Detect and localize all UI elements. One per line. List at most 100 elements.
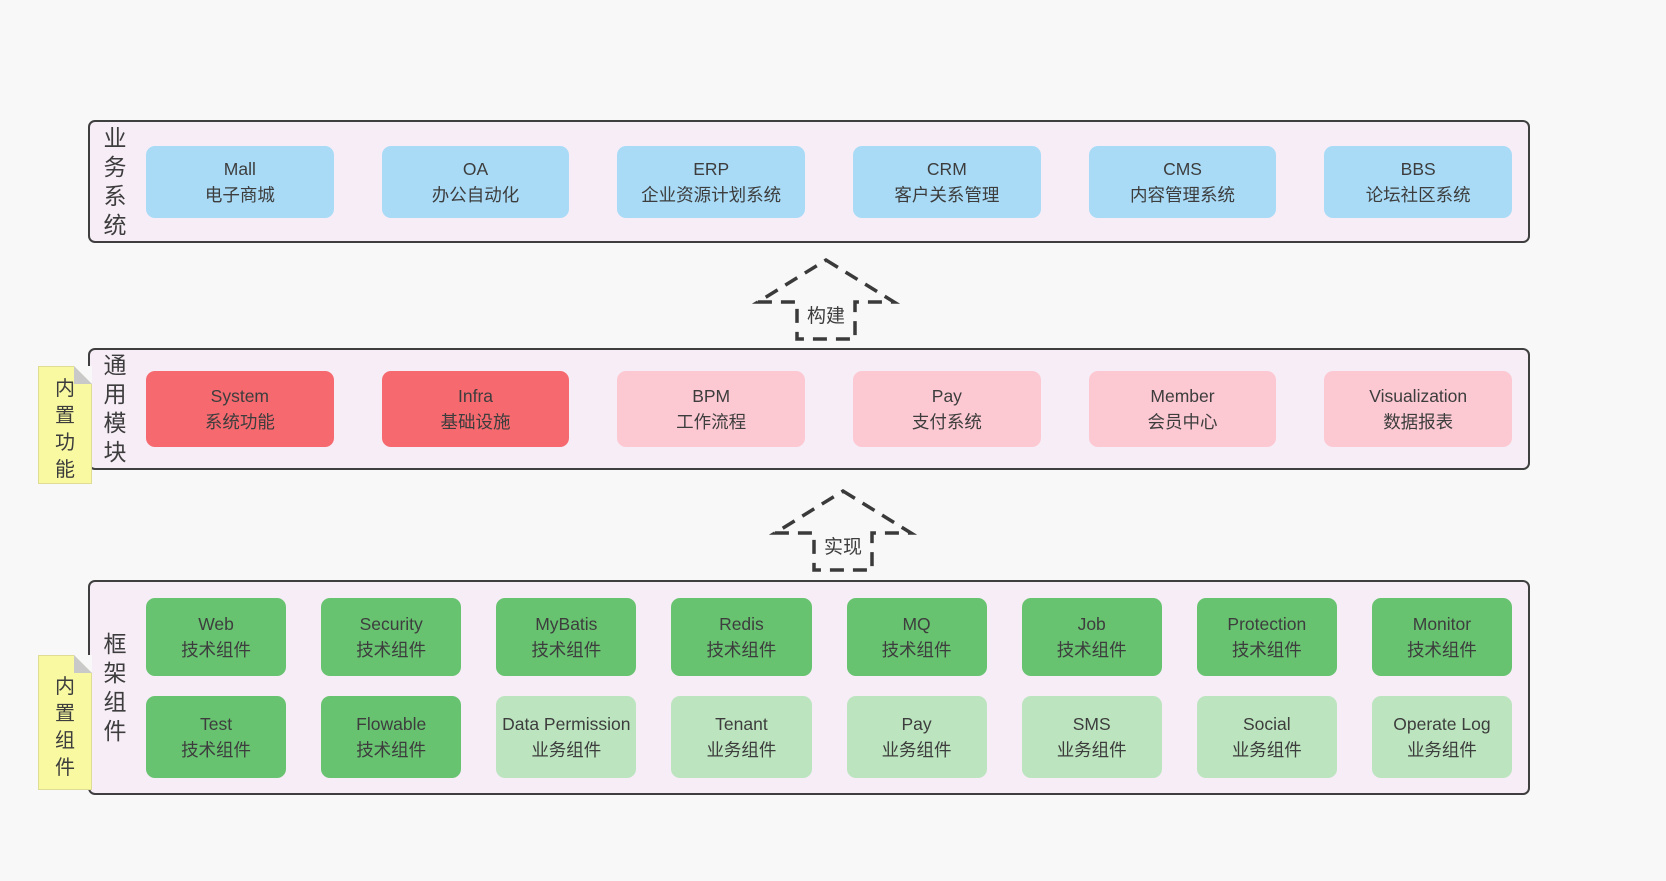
box-title: Infra	[457, 386, 494, 406]
box-title: MyBatis	[535, 613, 598, 634]
sticky-note-builtin-features: 内置功能	[38, 366, 92, 484]
box-title: BBS	[1400, 158, 1436, 179]
folded-corner-icon	[74, 655, 92, 673]
box-title: CRM	[926, 158, 967, 179]
panel-label-modules: 通用模块	[103, 352, 127, 465]
box-title: Mall	[223, 158, 256, 179]
business-boxes: Mall 电子商城 OA 办公自动化 ERP 企业资源计划系统 CRM 客户关系…	[146, 145, 1513, 218]
box-social: Social 业务组件	[1196, 695, 1337, 778]
box-subtitle: 办公自动化	[431, 184, 520, 205]
arrow-implement: 实现	[768, 486, 918, 574]
box-title: System	[210, 386, 270, 406]
box-subtitle: 技术组件	[181, 639, 252, 660]
box-subtitle: 企业资源计划系统	[641, 184, 782, 205]
box-oa: OA 办公自动化	[381, 145, 570, 218]
box-subtitle: 业务组件	[1231, 739, 1302, 760]
box-subtitle: 技术组件	[1406, 639, 1477, 660]
box-job: Job 技术组件	[1021, 597, 1162, 676]
business-systems-panel: 业务系统 Mall 电子商城 OA 办公自动化 ERP 企业资源计划系统 CRM…	[88, 120, 1530, 243]
box-protection: Protection 技术组件	[1196, 597, 1337, 676]
box-subtitle: 数据报表	[1383, 412, 1454, 432]
box-operate-log: Operate Log 业务组件	[1371, 695, 1512, 778]
box-title: Monitor	[1412, 613, 1472, 634]
box-bpm: BPM 工作流程	[617, 371, 806, 447]
sticky-note-builtin-components: 内置组件	[38, 655, 92, 790]
arrow-build: 构建	[751, 255, 901, 343]
box-subtitle: 支付系统	[911, 412, 982, 432]
box-title: Security	[359, 613, 423, 634]
box-infra: Infra 基础设施	[381, 371, 570, 447]
box-subtitle: 技术组件	[356, 639, 427, 660]
box-subtitle: 内容管理系统	[1130, 184, 1236, 205]
box-mall: Mall 电子商城	[146, 145, 334, 218]
box-subtitle: 技术组件	[531, 639, 602, 660]
box-subtitle: 技术组件	[1231, 639, 1302, 660]
box-title: Operate Log	[1393, 713, 1491, 734]
box-title: Pay	[931, 386, 962, 406]
box-web: Web 技术组件	[146, 597, 287, 676]
box-erp: ERP 企业资源计划系统	[617, 145, 806, 218]
box-subtitle: 基础设施	[440, 412, 511, 432]
box-title: OA	[462, 158, 489, 179]
box-title: BPM	[692, 386, 731, 406]
box-pay-module: Pay 支付系统	[853, 371, 1041, 447]
box-tenant: Tenant 业务组件	[671, 695, 812, 778]
box-subtitle: 技术组件	[356, 739, 427, 760]
box-member: Member 会员中心	[1088, 371, 1277, 447]
box-subtitle: 技术组件	[1056, 639, 1127, 660]
box-title: Data Permission	[502, 713, 631, 734]
box-title: Flowable	[356, 713, 427, 734]
box-subtitle: 技术组件	[881, 639, 952, 660]
module-boxes: System 系统功能 Infra 基础设施 BPM 工作流程 Pay 支付系统…	[146, 371, 1513, 447]
arrow-implement-label: 实现	[821, 532, 865, 559]
box-subtitle: 业务组件	[1406, 739, 1477, 760]
box-title: Member	[1150, 386, 1215, 406]
box-title: Job	[1077, 613, 1106, 634]
box-subtitle: 客户关系管理	[894, 184, 1000, 205]
box-title: Web	[198, 613, 234, 634]
box-title: SMS	[1072, 713, 1111, 734]
box-mybatis: MyBatis 技术组件	[496, 597, 637, 676]
panel-label-components: 框架组件	[103, 630, 127, 744]
box-subtitle: 会员中心	[1147, 412, 1218, 432]
box-title: Social	[1242, 713, 1291, 734]
box-title: Test	[200, 713, 233, 734]
folded-corner-icon	[74, 366, 92, 384]
panel-label-business: 业务系统	[103, 124, 127, 238]
box-subtitle: 系统功能	[204, 412, 275, 432]
box-title: Tenant	[715, 713, 768, 734]
box-title: Redis	[719, 613, 764, 634]
box-security: Security 技术组件	[321, 597, 462, 676]
box-subtitle: 业务组件	[881, 739, 952, 760]
box-title: Pay	[901, 713, 932, 734]
box-subtitle: 业务组件	[1056, 739, 1127, 760]
box-visualization: Visualization 数据报表	[1324, 371, 1513, 447]
box-subtitle: 技术组件	[181, 739, 252, 760]
framework-components-panel: 框架组件 Web 技术组件 Security 技术组件 MyBatis 技术组件…	[88, 580, 1530, 795]
box-title: CMS	[1163, 158, 1202, 179]
box-monitor: Monitor 技术组件	[1371, 597, 1512, 676]
box-bbs: BBS 论坛社区系统	[1324, 145, 1513, 218]
sticky-note-text: 内置组件	[55, 675, 75, 779]
box-system: System 系统功能	[146, 371, 334, 447]
box-test: Test 技术组件	[146, 695, 287, 778]
box-pay-component: Pay 业务组件	[846, 695, 987, 778]
box-data-permission: Data Permission 业务组件	[496, 695, 637, 778]
box-subtitle: 论坛社区系统	[1365, 184, 1471, 205]
box-subtitle: 技术组件	[706, 639, 777, 660]
box-cms: CMS 内容管理系统	[1088, 145, 1277, 218]
common-modules-panel: 通用模块 System 系统功能 Infra 基础设施 BPM 工作流程 Pay…	[88, 348, 1530, 470]
arrow-build-label: 构建	[804, 301, 848, 328]
box-redis: Redis 技术组件	[671, 597, 812, 676]
box-subtitle: 电子商城	[204, 184, 275, 205]
box-subtitle: 业务组件	[706, 739, 777, 760]
sticky-note-text: 内置功能	[55, 377, 75, 481]
box-subtitle: 业务组件	[531, 739, 602, 760]
box-sms: SMS 业务组件	[1021, 695, 1162, 778]
up-arrow-icon	[768, 488, 918, 572]
box-title: Protection	[1227, 613, 1307, 634]
box-title: Visualization	[1369, 386, 1468, 406]
box-flowable: Flowable 技术组件	[321, 695, 462, 778]
box-crm: CRM 客户关系管理	[853, 145, 1041, 218]
